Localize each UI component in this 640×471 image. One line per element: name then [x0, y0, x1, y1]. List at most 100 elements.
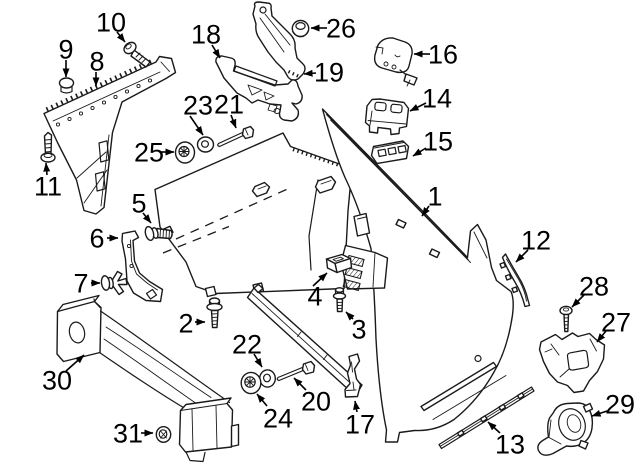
part-20-drawing [276, 360, 316, 382]
callout-30-arrow [65, 354, 85, 372]
callout-21-number[interactable]: 21 [214, 90, 244, 120]
callout-23-number[interactable]: 23 [183, 91, 213, 121]
part-5-drawing [144, 225, 173, 242]
callout-11-arrow [43, 162, 51, 176]
callout-4-arrow [312, 272, 328, 287]
callout-24-number[interactable]: 24 [263, 404, 293, 434]
part-16-drawing [373, 37, 418, 87]
callout-13[interactable]: 13 [487, 421, 525, 460]
callout-13-number[interactable]: 13 [495, 430, 525, 460]
callout-17[interactable]: 17 [345, 400, 375, 440]
callout-10[interactable]: 10 [96, 8, 126, 43]
callout-20-arrow [293, 377, 307, 391]
callout-14-number[interactable]: 14 [422, 84, 452, 114]
callout-21-arrow [229, 114, 237, 129]
callout-31-number[interactable]: 31 [113, 419, 143, 449]
callout-16-number[interactable]: 16 [428, 40, 458, 70]
callout-28-number[interactable]: 28 [579, 272, 609, 302]
callout-22-number[interactable]: 22 [232, 330, 262, 360]
callout-2[interactable]: 2 [178, 309, 206, 339]
callout-24[interactable]: 24 [256, 393, 293, 434]
callout-19-arrow [303, 69, 317, 77]
part-21-drawing [217, 125, 255, 148]
callout-30-number[interactable]: 30 [42, 366, 72, 396]
part-12-drawing [499, 253, 531, 308]
callout-2-number[interactable]: 2 [178, 309, 193, 339]
part-19-drawing [252, 1, 306, 81]
callout-12-arrow [515, 249, 529, 263]
callout-5-number[interactable]: 5 [131, 189, 146, 219]
callout-17-number[interactable]: 17 [345, 410, 375, 440]
callout-25[interactable]: 25 [134, 138, 175, 168]
callout-15-arrow [412, 147, 427, 157]
callout-17-arrow [353, 400, 360, 413]
callout-27[interactable]: 27 [596, 308, 631, 343]
part-22-drawing [259, 369, 277, 388]
callout-23[interactable]: 23 [183, 91, 213, 136]
part-27-drawing [538, 332, 606, 394]
callout-13-arrow [487, 421, 501, 434]
part-13-drawing [438, 386, 535, 450]
callout-4[interactable]: 4 [307, 272, 328, 312]
callout-20[interactable]: 20 [293, 377, 331, 417]
callout-29-arrow [591, 409, 608, 417]
callout-7[interactable]: 7 [73, 269, 101, 299]
callout-29-number[interactable]: 29 [605, 390, 635, 420]
callout-25-number[interactable]: 25 [134, 138, 164, 168]
callout-8[interactable]: 8 [89, 47, 105, 87]
callout-3-number[interactable]: 3 [351, 315, 366, 345]
callout-31[interactable]: 31 [113, 419, 154, 449]
callout-15[interactable]: 15 [412, 127, 453, 157]
callout-30[interactable]: 30 [42, 354, 85, 396]
callout-28[interactable]: 28 [571, 272, 609, 308]
callout-11[interactable]: 11 [34, 162, 62, 202]
part-7-drawing [100, 270, 128, 296]
callout-18[interactable]: 18 [191, 20, 221, 59]
part-3-drawing [332, 287, 347, 313]
callout-6-number[interactable]: 6 [89, 224, 104, 254]
callout-8-number[interactable]: 8 [89, 47, 104, 77]
callout-5-arrow [142, 212, 152, 224]
callout-21[interactable]: 21 [214, 90, 244, 129]
part-30-drawing [56, 294, 240, 463]
part-28-drawing [559, 305, 573, 333]
callout-16[interactable]: 16 [413, 40, 458, 70]
part-24-drawing [240, 371, 262, 395]
part-18-drawing [215, 55, 303, 122]
callout-27-number[interactable]: 27 [601, 308, 631, 338]
callout-12-number[interactable]: 12 [521, 226, 551, 256]
callout-7-number[interactable]: 7 [73, 269, 88, 299]
callout-15-number[interactable]: 15 [423, 127, 453, 157]
callout-26[interactable]: 26 [310, 14, 356, 44]
bumper-assembly-drawing [154, 108, 514, 443]
callout-19[interactable]: 19 [303, 58, 344, 88]
part-23-drawing [196, 136, 215, 153]
callout-9[interactable]: 9 [58, 35, 74, 78]
callout-12[interactable]: 12 [515, 226, 551, 263]
callout-26-number[interactable]: 26 [326, 14, 356, 44]
callout-3-arrow [345, 311, 355, 321]
callout-9-number[interactable]: 9 [58, 35, 73, 65]
callout-5[interactable]: 5 [131, 189, 152, 224]
callout-1-number[interactable]: 1 [427, 182, 442, 212]
callout-1[interactable]: 1 [421, 182, 443, 217]
callout-29[interactable]: 29 [591, 390, 635, 420]
part-31-drawing [155, 426, 172, 444]
part-15-drawing [370, 140, 410, 165]
callout-18-number[interactable]: 18 [191, 20, 221, 50]
part-6-drawing [121, 230, 164, 303]
callout-20-number[interactable]: 20 [301, 387, 331, 417]
callout-19-number[interactable]: 19 [314, 58, 344, 88]
part-17-drawing [344, 353, 362, 398]
callout-4-number[interactable]: 4 [307, 282, 322, 312]
callout-6[interactable]: 6 [89, 224, 119, 254]
callout-22[interactable]: 22 [232, 330, 263, 368]
callout-10-number[interactable]: 10 [96, 8, 126, 38]
callout-11-number[interactable]: 11 [34, 172, 62, 202]
callout-14[interactable]: 14 [409, 84, 452, 114]
callout-27-arrow [596, 330, 607, 343]
callout-23-arrow [189, 115, 204, 136]
callout-3[interactable]: 3 [345, 311, 367, 345]
